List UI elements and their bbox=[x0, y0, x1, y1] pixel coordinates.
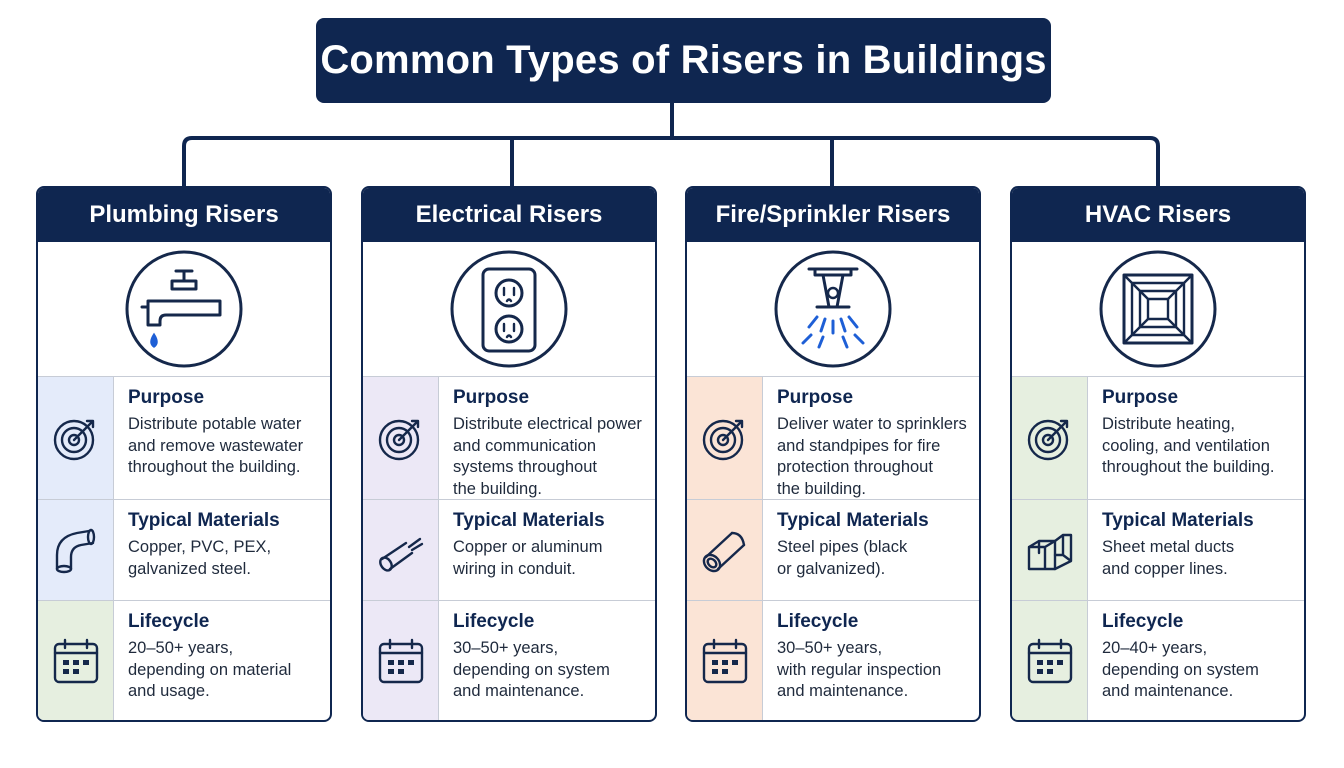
materials-row: Typical Materials Copper, PVC, PEX,galva… bbox=[38, 500, 330, 601]
purpose-title: Purpose bbox=[1102, 387, 1179, 408]
lifecycle-row: Lifecycle 30–50+ years,with regular insp… bbox=[687, 601, 979, 720]
calendar-icon bbox=[1027, 638, 1072, 684]
purpose-title: Purpose bbox=[128, 387, 205, 408]
lifecycle-title: Lifecycle bbox=[777, 611, 859, 632]
lifecycle-row: Lifecycle 30–50+ years,depending on syst… bbox=[363, 601, 655, 720]
card-plumbing-risers: Plumbing Risers Purpose Distribute potab… bbox=[36, 186, 332, 722]
purpose-title: Purpose bbox=[453, 387, 530, 408]
materials-title: Typical Materials bbox=[1102, 510, 1254, 531]
card-electrical-risers: Electrical Risers Purpose Distribute ele… bbox=[361, 186, 657, 722]
materials-title: Typical Materials bbox=[777, 510, 929, 531]
calendar-icon bbox=[378, 638, 423, 684]
calendar-icon bbox=[702, 638, 747, 684]
target-icon bbox=[1027, 419, 1068, 461]
purpose-row: Purpose Distribute heating,cooling, and … bbox=[1012, 377, 1304, 500]
target-icon bbox=[702, 419, 743, 461]
card-heading: Electrical Risers bbox=[363, 188, 655, 242]
target-icon bbox=[53, 419, 94, 461]
calendar-icon bbox=[53, 638, 98, 684]
sprinkler-head-icon bbox=[774, 250, 892, 368]
duct-icon bbox=[1027, 533, 1072, 571]
card-hvac-risers: HVAC Risers Purpose Distribute heating,c… bbox=[1010, 186, 1306, 722]
steel-pipe-icon bbox=[702, 531, 745, 573]
lifecycle-title: Lifecycle bbox=[453, 611, 535, 632]
wire-cable-icon bbox=[378, 537, 423, 572]
materials-text: Copper, PVC, PEX,galvanized steel. bbox=[128, 538, 272, 578]
card-heading: HVAC Risers bbox=[1012, 188, 1304, 242]
materials-title: Typical Materials bbox=[128, 510, 280, 531]
card-heading: Plumbing Risers bbox=[38, 188, 330, 242]
page-title: Common Types of Risers in Buildings bbox=[316, 18, 1051, 103]
lifecycle-row: Lifecycle 20–40+ years,depending on syst… bbox=[1012, 601, 1304, 720]
electrical-outlet-icon bbox=[450, 250, 568, 368]
target-icon bbox=[378, 419, 419, 461]
lifecycle-title: Lifecycle bbox=[1102, 611, 1184, 632]
lifecycle-title: Lifecycle bbox=[128, 611, 210, 632]
card-fire-sprinkler-risers: Fire/Sprinkler Risers Purpose Deliver wa… bbox=[685, 186, 981, 722]
materials-title: Typical Materials bbox=[453, 510, 605, 531]
faucet-icon bbox=[125, 250, 243, 368]
purpose-text: Distribute heating,cooling, and ventilat… bbox=[1102, 415, 1275, 476]
card-heading: Fire/Sprinkler Risers bbox=[687, 188, 979, 242]
purpose-title: Purpose bbox=[777, 387, 854, 408]
air-vent-icon bbox=[1099, 250, 1217, 368]
pipe-elbow-icon bbox=[55, 528, 95, 574]
lifecycle-row: Lifecycle 20–50+ years,depending on mate… bbox=[38, 601, 330, 720]
